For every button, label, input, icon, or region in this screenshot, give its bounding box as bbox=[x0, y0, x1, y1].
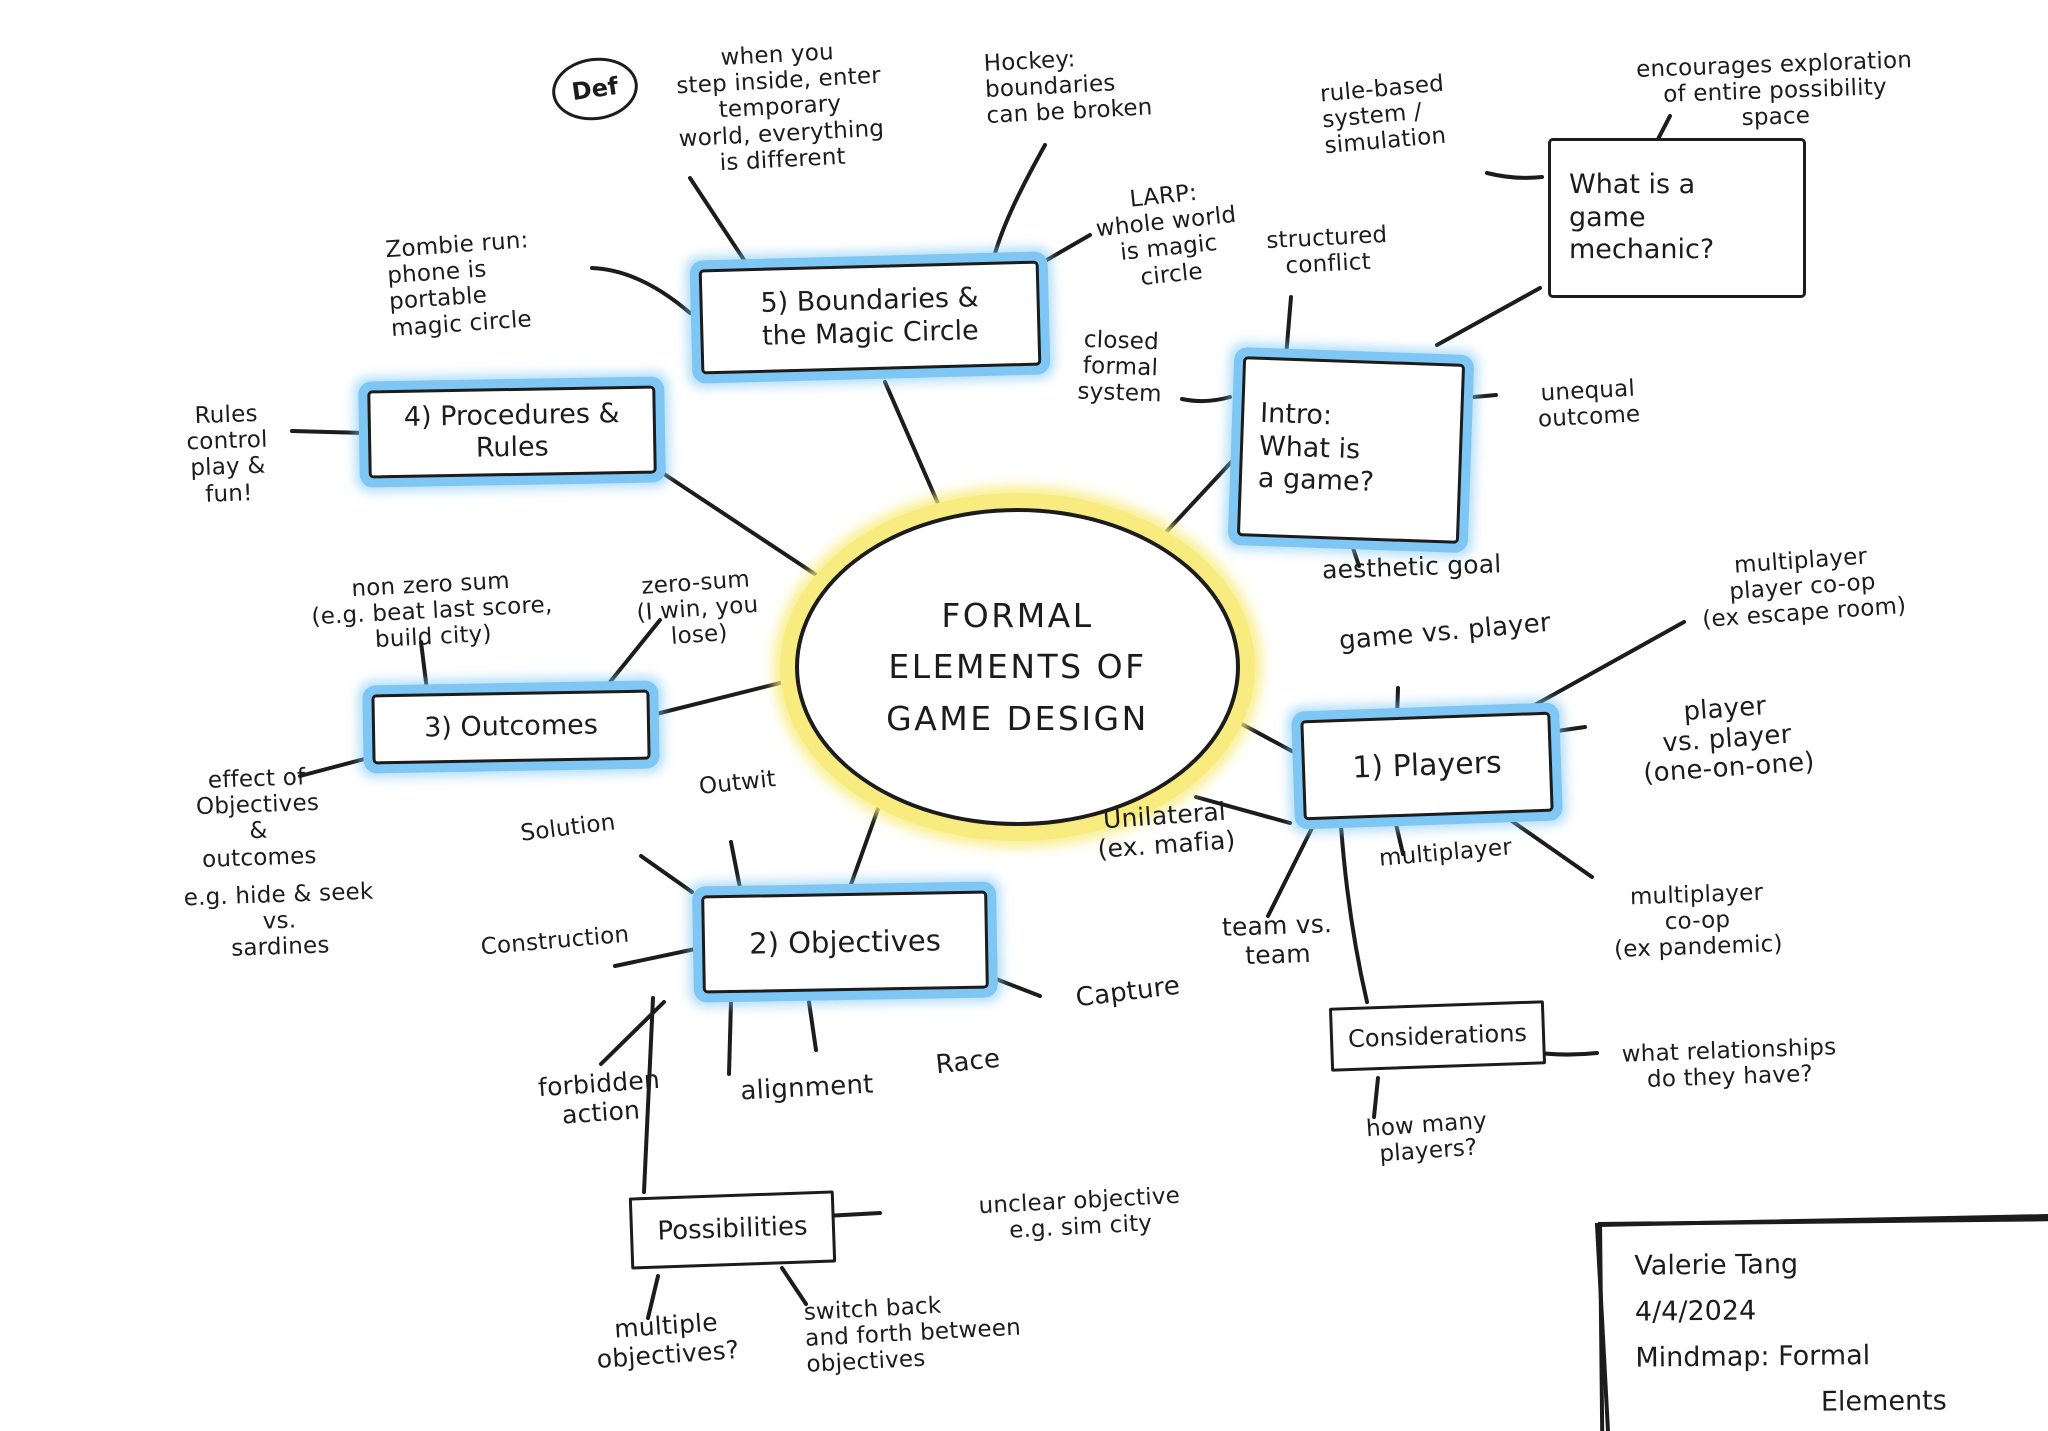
note-solution: Solution bbox=[519, 809, 617, 847]
note-rules-control: Rules control play & fun! bbox=[186, 400, 269, 508]
box-possibilities-label: Possibilities bbox=[656, 1211, 809, 1248]
note-effect-objectives-outcomes: effect of Objectives & outcomes bbox=[195, 764, 320, 873]
note-structured-conflict: structured conflict bbox=[1265, 221, 1388, 280]
note-multiplayer-player-coop: multiplayer player co-op (ex escape room… bbox=[1701, 543, 1908, 634]
note-how-many-players: how many players? bbox=[1365, 1107, 1488, 1168]
box-players: 1) Players bbox=[1300, 711, 1554, 821]
box-possibilities: Possibilities bbox=[628, 1190, 837, 1270]
box-considerations-label: Considerations bbox=[1347, 1018, 1528, 1053]
note-unclear-objective: unclear objective e.g. sim city bbox=[977, 1182, 1181, 1244]
note-team-vs-team: team vs. team bbox=[1221, 909, 1333, 970]
box-boundaries-label: 5) Boundaries & the Magic Circle bbox=[760, 282, 980, 352]
note-def-text: when you step inside, enter temporary wo… bbox=[675, 39, 885, 177]
note-race: Race bbox=[934, 1043, 1002, 1081]
signature-date: 4/4/2024 bbox=[1634, 1295, 1757, 1328]
note-rule-based-system: rule-based system / simulation bbox=[1318, 70, 1448, 160]
note-forbidden-action: forbidden action bbox=[537, 1064, 661, 1130]
note-switch-back: switch back and forth between objectives bbox=[803, 1292, 1022, 1379]
box-procedures-label: 4) Procedures & Rules bbox=[403, 397, 620, 464]
box-objectives-label: 2) Objectives bbox=[748, 922, 942, 961]
signature-box: Valerie Tang 4/4/2024 Mindmap: Formal El… bbox=[1598, 1217, 2048, 1431]
note-player-vs-player: player vs. player (one-on-one) bbox=[1642, 691, 1816, 790]
box-boundaries: 5) Boundaries & the Magic Circle bbox=[698, 260, 1042, 375]
note-capture: Capture bbox=[1074, 970, 1182, 1014]
box-game-mechanic: What is a game mechanic? bbox=[1548, 138, 1806, 298]
note-zero-sum: zero-sum (I win, you lose) bbox=[635, 566, 760, 651]
note-unilateral: Unilateral (ex. mafia) bbox=[1096, 796, 1237, 864]
note-outwit: Outwit bbox=[697, 766, 778, 800]
box-outcomes: 3) Outcomes bbox=[371, 689, 651, 765]
note-larp: LARP: whole world is magic circle bbox=[1094, 179, 1238, 291]
note-multiplayer: multiplayer bbox=[1377, 834, 1514, 872]
note-hide-and-seek: e.g. hide & seek vs. sardines bbox=[183, 878, 374, 963]
note-zombie-run: Zombie run: phone is portable magic circ… bbox=[384, 227, 533, 342]
box-game-mechanic-label: What is a game mechanic? bbox=[1569, 169, 1715, 266]
note-non-zero-sum: non zero sum (e.g. beat last score, buil… bbox=[310, 567, 554, 654]
note-hockey: Hockey: boundaries can be broken bbox=[983, 46, 1154, 130]
box-intro-label: Intro: What is a game? bbox=[1257, 398, 1375, 498]
note-closed-formal-system: closed formal system bbox=[1076, 326, 1163, 408]
note-relationships: what relationships do they have? bbox=[1621, 1034, 1837, 1094]
note-game-vs-player: game vs. player bbox=[1337, 607, 1552, 657]
box-players-label: 1) Players bbox=[1351, 745, 1503, 786]
note-construction: Construction bbox=[479, 921, 631, 961]
signature-name: Valerie Tang bbox=[1634, 1248, 1799, 1282]
note-alignment: alignment bbox=[739, 1069, 875, 1107]
box-outcomes-label: 3) Outcomes bbox=[423, 709, 599, 744]
signature-caption-line1: Mindmap: Formal bbox=[1635, 1339, 1871, 1374]
note-unequal-outcome: unequal outcome bbox=[1537, 375, 1641, 433]
central-topic: FORMAL ELEMENTS OF GAME DESIGN bbox=[795, 508, 1240, 826]
note-multiple-objectives: multiple objectives? bbox=[595, 1307, 741, 1374]
signature-caption-line2: Elements bbox=[1820, 1385, 1947, 1418]
box-considerations: Considerations bbox=[1328, 1000, 1547, 1072]
note-multiplayer-coop: multiplayer co-op (ex pandemic) bbox=[1613, 879, 1784, 964]
box-procedures: 4) Procedures & Rules bbox=[367, 385, 657, 479]
box-intro: Intro: What is a game? bbox=[1236, 356, 1466, 544]
central-topic-label: FORMAL ELEMENTS OF GAME DESIGN bbox=[886, 596, 1149, 738]
note-aesthetic-goal: aesthetic goal bbox=[1321, 549, 1502, 585]
box-objectives: 2) Objectives bbox=[701, 890, 989, 994]
note-encourages-exploration: encourages exploration of entire possibi… bbox=[1635, 47, 1913, 132]
